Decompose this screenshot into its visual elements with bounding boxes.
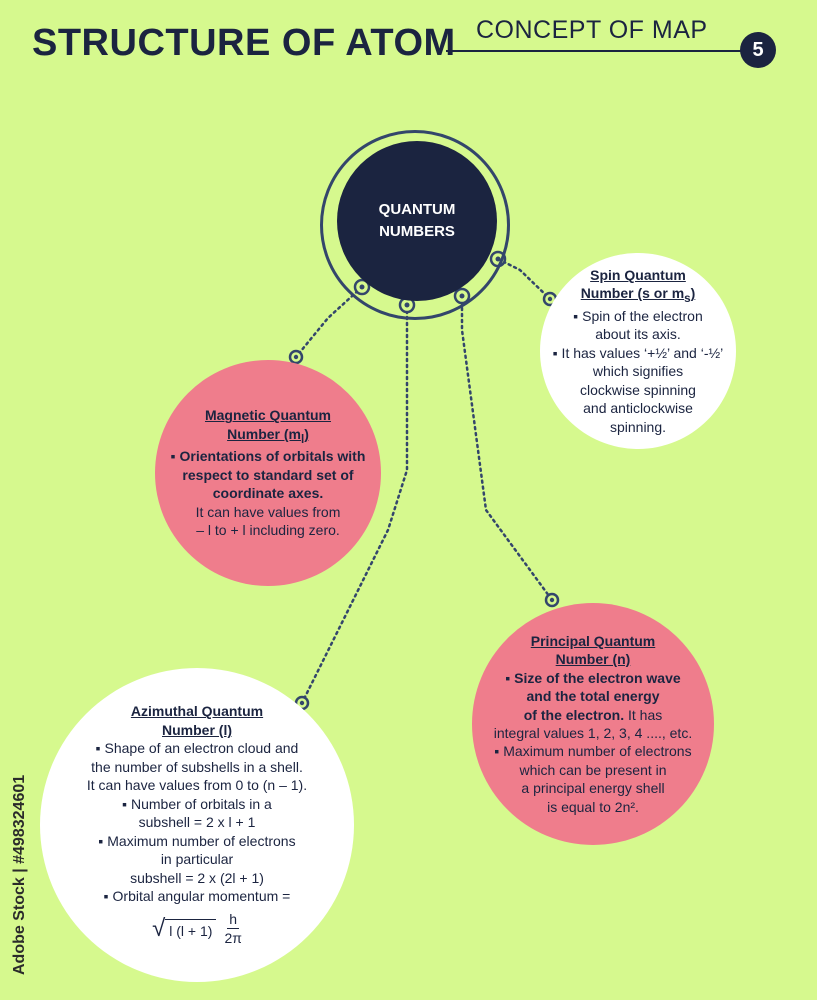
formula-numerator: h [227,910,240,930]
azimuthal-text-5: ▪ Maximum number of electrons [98,832,296,849]
principal-bold-0: ▪ Size of the electron wave [505,669,681,686]
principal-bold-2-row: of the electron. It has [523,706,663,723]
spin-quantum-node: Spin Quantum Number (s or ms) ▪ Spin of … [540,253,736,449]
spin-text-2: ▪ It has values ‘+½’ and ‘-½’ [552,344,724,361]
principal-text-2: which can be present in [519,761,667,778]
formula-sqrt-content: l (l + 1) [165,919,217,940]
azimuthal-text-2: It can have values from 0 to (n – 1). [86,777,308,794]
spin-text-0: ▪ Spin of the electron [573,307,703,324]
azimuthal-text-3: ▪ Number of orbitals in a [122,795,272,812]
magnetic-bold-2: coordinate axes. [212,485,324,502]
azimuthal-text-0: ▪ Shape of an electron cloud and [95,740,299,757]
page-title: STRUCTURE OF ATOM [32,22,456,64]
azimuthal-text-8: ▪ Orbital angular momentum = [103,888,291,905]
hub-outer-ring [320,130,510,320]
connector-principal [460,294,554,602]
magnetic-title-line2: Number (ml) [227,425,309,446]
page-subtitle: CONCEPT OF MAP [476,16,708,44]
principal-text-0: integral values 1, 2, 3, 4 ...., etc. [493,725,693,741]
title-divider [446,50,746,52]
magnetic-text-0: It can have values from [195,503,341,520]
principal-text-3: a principal energy shell [521,780,665,797]
connector-magnetic [294,285,364,359]
azimuthal-title-line2: Number (l) [162,721,232,738]
hub-quantum-numbers: QUANTUM NUMBERS [337,141,497,301]
azimuthal-quantum-node: Azimuthal Quantum Number (l) ▪ Shape of … [40,668,354,982]
principal-title-line1: Principal Quantum [530,632,656,649]
azimuthal-text-7: subshell = 2 x (2l + 1) [130,869,264,886]
principal-text-4: is equal to 2n². [547,798,639,815]
magnetic-text-1: – l to + l including zero. [196,522,340,539]
azimuthal-title-line1: Azimuthal Quantum [130,703,264,720]
formula-fraction: h 2π [224,910,241,948]
angular-momentum-formula: √ l (l + 1) h 2π [152,910,242,948]
principal-quantum-node: Principal Quantum Number (n) ▪ Size of t… [472,603,714,845]
formula-denominator: 2π [224,930,242,947]
spin-text-6: spinning. [609,418,667,435]
azimuthal-text-6: in particular [160,851,234,868]
magnetic-bold-0: ▪ Orientations of orbitals with [170,448,366,465]
magnetic-title-line1: Magnetic Quantum [204,407,331,424]
spin-title-line1: Spin Quantum [590,267,686,284]
spin-text-3: which signifies [592,363,684,380]
connector-spin [496,257,552,301]
spin-text-1: about its axis. [595,326,681,343]
stock-watermark: Adobe Stock | #498324601 [11,774,28,976]
hub-label-line2: NUMBERS [379,223,455,240]
principal-bold-1: and the total energy [526,688,660,705]
hub-label-line1: QUANTUM [378,200,456,218]
connector-azimuthal [300,303,409,705]
spin-title-line2: Number (s or ms) [580,285,696,306]
magnetic-quantum-node: Magnetic Quantum Number (ml) ▪ Orientati… [155,360,381,586]
spin-text-4: clockwise spinning [580,381,696,398]
azimuthal-text-4: subshell = 2 x l + 1 [138,814,256,831]
principal-title-line2: Number (n) [555,651,631,668]
magnetic-bold-1: respect to standard set of [182,466,354,483]
principal-text-1: ▪ Maximum number of electrons [494,743,692,760]
azimuthal-text-1: the number of subshells in a shell. [91,758,303,775]
sqrt-icon: √ [152,914,166,942]
spin-text-5: and anticlockwise [583,400,693,417]
page-number-badge: 5 [740,32,776,68]
